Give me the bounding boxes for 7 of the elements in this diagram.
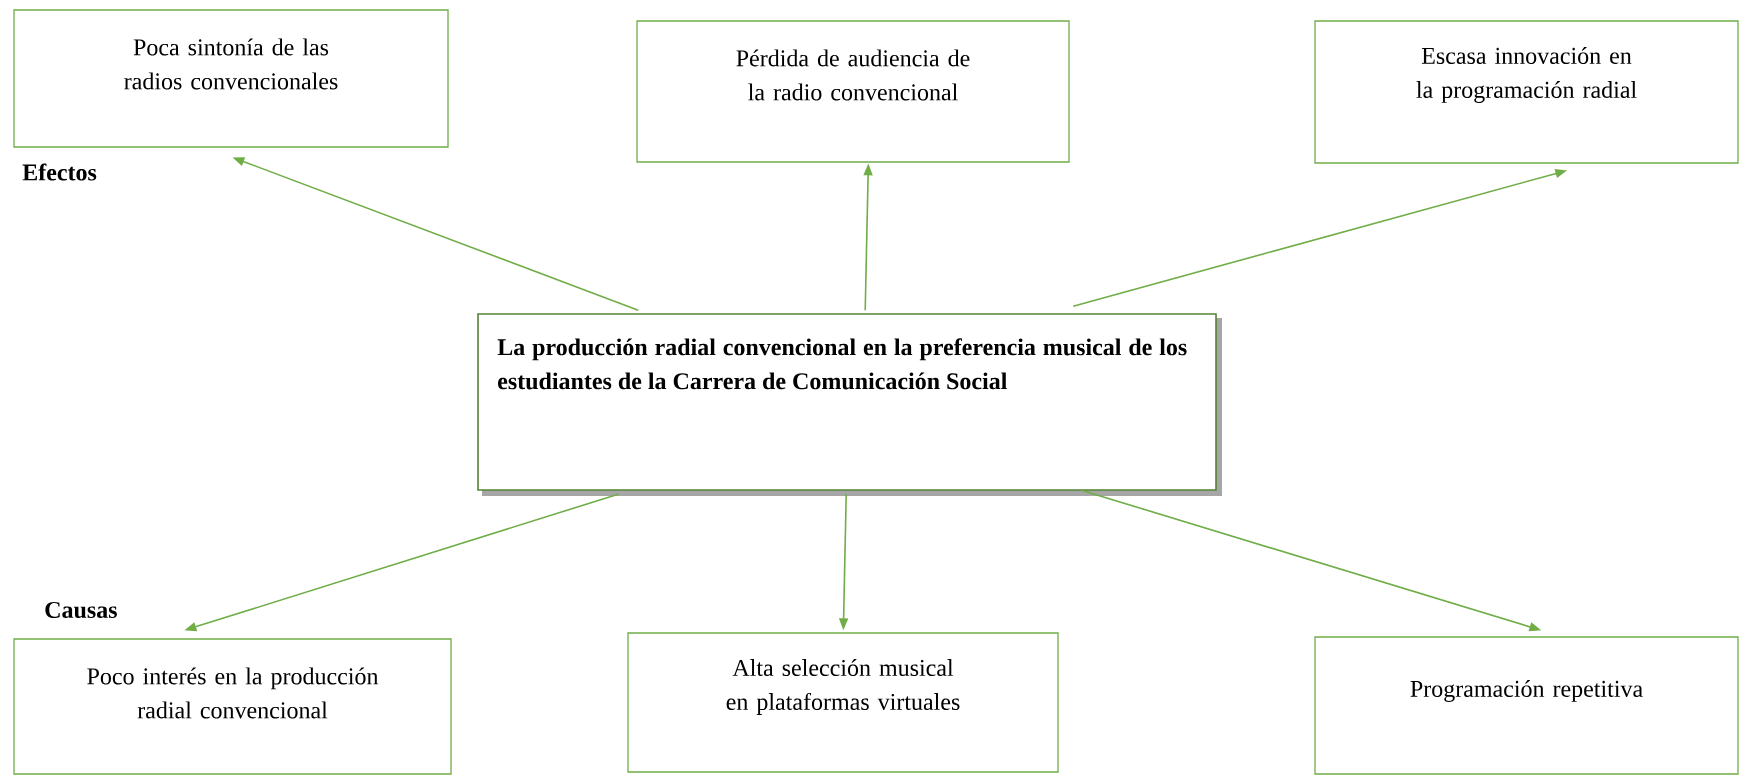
- cause-box: Poco interés en la producción radial convencional: [13, 638, 452, 775]
- cause-box: Alta selección musical en plataformas virtuales: [627, 632, 1059, 773]
- effect-box: Poca sintonía de las radios convencionales: [13, 9, 449, 148]
- effect-box: Escasa innovación en la programación radial: [1314, 20, 1739, 164]
- effect-box: Pérdida de audiencia de la radio convencional: [636, 20, 1070, 163]
- cause-box: Programación repetitiva: [1314, 636, 1739, 775]
- topic-box: La producción radial convencional en la preferencia musical de los estudiantes de la Carrera de Comunicación Social: [477, 313, 1222, 496]
